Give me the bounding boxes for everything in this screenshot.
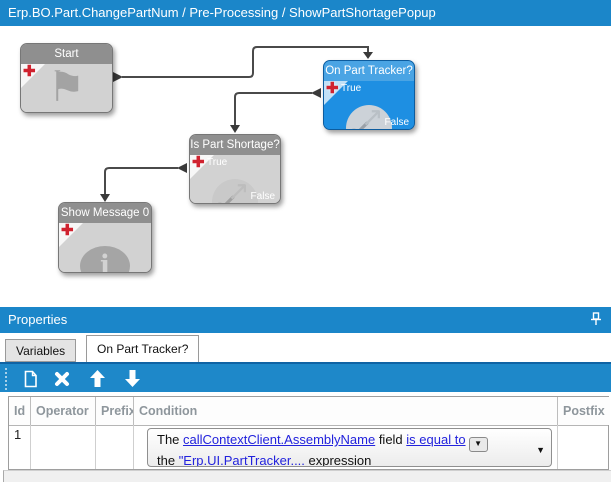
condition-text: The — [157, 432, 184, 447]
field-link[interactable]: callContextClient.AssemblyName — [183, 432, 376, 447]
false-port-label: False — [250, 191, 275, 202]
add-icon[interactable]: ✚ — [61, 223, 74, 239]
expression-link[interactable]: "Erp.UI.PartTracker.... — [178, 453, 305, 467]
delete-row-button[interactable] — [49, 366, 75, 391]
condition-line-1: The callContextClient.AssemblyName field… — [157, 431, 529, 452]
corner-notch — [21, 64, 45, 88]
toolbar-grip-handle[interactable] — [5, 368, 7, 394]
condition-toolbar — [0, 362, 611, 394]
tab-on-part-tracker[interactable]: On Part Tracker? — [86, 335, 200, 362]
add-icon[interactable]: ✚ — [192, 155, 205, 171]
flag-icon: ⚑ — [47, 64, 86, 111]
add-icon[interactable]: ✚ — [23, 64, 36, 80]
grid-empty-area — [3, 470, 611, 482]
node-show-message-0-body: i ✚ — [59, 223, 151, 272]
corner-notch — [59, 223, 83, 247]
cell-prefix — [96, 425, 134, 469]
column-header-condition[interactable]: Condition — [134, 397, 558, 425]
true-port-label: True — [341, 83, 362, 94]
cell-id: 1 — [9, 425, 31, 469]
properties-tabstrip: Variables On Part Tracker? — [0, 333, 611, 362]
cell-operator — [31, 425, 96, 469]
node-start-title: Start — [21, 44, 112, 64]
node-start-body: ⚑ ✚ — [21, 64, 112, 112]
move-up-icon — [89, 370, 105, 387]
add-icon[interactable]: ✚ — [326, 81, 339, 97]
condition-editor[interactable]: The callContextClient.AssemblyName field… — [147, 428, 552, 467]
node-show-message-0[interactable]: Show Message 0 i ✚ — [58, 202, 152, 273]
move-up-button[interactable] — [84, 366, 110, 391]
condition-arrows-icon: ↙↗ — [346, 102, 392, 129]
cell-condition — [134, 425, 558, 469]
breadcrumb-title-bar: Erp.BO.Part.ChangePartNum / Pre-Processi… — [0, 0, 611, 26]
node-on-part-tracker-body: ↙↗ ✚ True False — [324, 81, 414, 129]
move-down-icon — [124, 370, 140, 387]
delete-icon — [55, 371, 69, 386]
properties-panel-header: Properties — [0, 307, 611, 333]
pin-icon[interactable] — [589, 312, 603, 327]
condition-line-2: the "Erp.UI.PartTracker.... expression — [157, 452, 529, 467]
column-header-id[interactable]: Id — [9, 397, 31, 425]
connector-lines — [100, 46, 373, 202]
false-port-label: False — [384, 117, 409, 128]
operator-link[interactable]: is equal to — [406, 432, 466, 447]
condition-text: the — [157, 453, 179, 467]
node-is-part-shortage-title: Is Part Shortage? — [190, 135, 280, 155]
tab-variables[interactable]: Variables — [5, 339, 77, 362]
node-is-part-shortage-body: ↙↗ ✚ True False — [190, 155, 280, 203]
cell-postfix — [558, 425, 610, 469]
true-port-label: True — [207, 157, 228, 168]
conditions-grid: Id Operator Prefix Condition Postfix 1 T… — [8, 396, 610, 470]
node-on-part-tracker[interactable]: On Part Tracker? ↙↗ ✚ True False — [323, 60, 415, 130]
info-bubble-icon: i — [80, 246, 130, 272]
workflow-canvas[interactable]: Start ⚑ ✚ On Part Tracker? ↙↗ ✚ True Fal… — [0, 26, 611, 307]
node-is-part-shortage[interactable]: Is Part Shortage? ↙↗ ✚ True False — [189, 134, 281, 204]
dropdown-circle-icon[interactable]: ▼ — [468, 437, 488, 452]
column-header-operator[interactable]: Operator — [31, 397, 96, 425]
column-header-prefix[interactable]: Prefix — [96, 397, 134, 425]
node-start[interactable]: Start ⚑ ✚ — [20, 43, 113, 113]
dropdown-arrow-icon[interactable]: ▼ — [536, 445, 545, 455]
condition-text: field — [375, 432, 407, 447]
properties-panel-title: Properties — [8, 312, 68, 327]
corner-notch — [324, 81, 348, 105]
node-show-message-0-title: Show Message 0 — [59, 203, 151, 223]
condition-text: expression — [304, 453, 372, 467]
move-down-button[interactable] — [119, 366, 145, 391]
node-on-part-tracker-title: On Part Tracker? — [324, 61, 414, 81]
new-row-button[interactable] — [17, 366, 43, 391]
grid-header-row: Id Operator Prefix Condition Postfix — [9, 397, 610, 426]
corner-notch — [190, 155, 214, 179]
column-header-postfix[interactable]: Postfix — [558, 397, 610, 425]
new-document-icon — [24, 370, 37, 387]
